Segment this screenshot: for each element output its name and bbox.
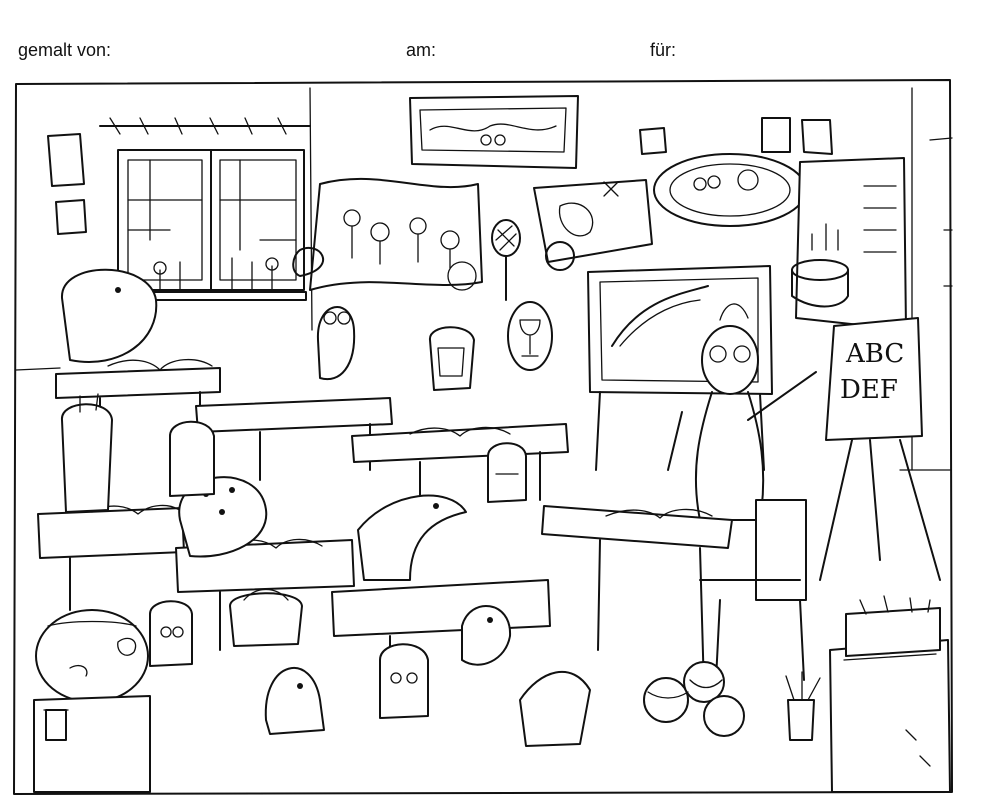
wall-picture — [409, 95, 579, 169]
hanging-picture-5 — [55, 199, 87, 235]
backpack-1 — [487, 442, 527, 503]
open-book-1 — [107, 359, 213, 371]
hanging-picture-1 — [639, 127, 667, 155]
letter-easel: ABC DEF — [819, 317, 941, 581]
open-book-2 — [409, 426, 511, 437]
hanging-picture-2 — [761, 117, 791, 153]
monster-student-bird — [461, 604, 512, 666]
easel-letters-row-1: ABC — [845, 339, 904, 369]
brush-cup — [785, 671, 821, 741]
picture-frame — [13, 79, 953, 795]
trophy-frame — [507, 301, 553, 371]
easel-letters-row-2: DEF — [840, 375, 898, 405]
craft-cabinet — [829, 639, 951, 793]
recipe-chart — [791, 157, 907, 331]
teacher-figure — [667, 303, 817, 521]
monster-student-cactus — [519, 671, 591, 747]
date-label: am: — [406, 40, 437, 60]
right-wall-cupboard — [929, 137, 953, 287]
monster-student-caterpillar — [316, 306, 356, 381]
map-poster — [533, 179, 653, 271]
backpack-2 — [149, 600, 193, 667]
backpack-4 — [169, 420, 215, 497]
class-photo — [653, 153, 807, 227]
window — [99, 117, 311, 301]
backpack-3 — [379, 643, 429, 719]
for-label: für: — [650, 40, 677, 60]
basket — [229, 588, 303, 647]
monster-student-ghost — [264, 667, 325, 735]
tennis-racket — [491, 219, 521, 301]
fishbowl — [35, 609, 149, 703]
open-book-3 — [605, 508, 713, 519]
wall-corner-left — [309, 87, 313, 331]
balls-on-floor — [643, 661, 745, 737]
desk-row-front-right — [331, 579, 551, 701]
glue-jar — [43, 709, 69, 741]
monster-student-dino — [357, 494, 467, 581]
hanging-picture-3 — [801, 119, 833, 155]
painted-by-label: gemalt von: — [18, 40, 112, 60]
flower-poster — [292, 177, 483, 291]
paint-pots — [845, 595, 941, 657]
monster-student-antenna — [60, 393, 113, 513]
teacher-desk — [541, 505, 733, 691]
desk-row-front-left — [37, 507, 185, 611]
monster-student-tv-head — [429, 326, 475, 391]
hanging-picture-4 — [47, 133, 85, 187]
monster-student-purple-blob — [60, 268, 158, 363]
